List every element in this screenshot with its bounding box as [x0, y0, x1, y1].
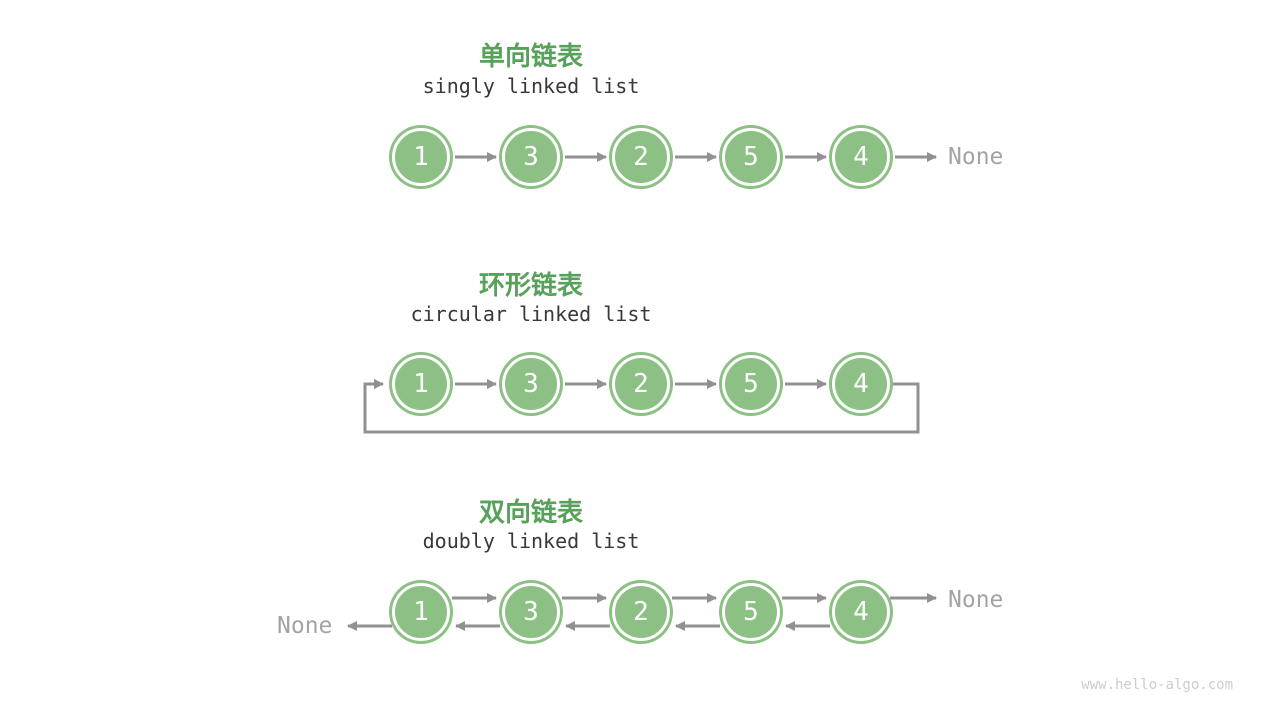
list-node: 1 — [392, 355, 450, 413]
null-label: None — [948, 144, 1004, 170]
list-node: 5 — [722, 128, 780, 186]
null-label: None — [948, 587, 1004, 613]
list-node: 2 — [612, 583, 670, 641]
list-node: 3 — [502, 128, 560, 186]
list-node: 4 — [832, 583, 890, 641]
singly-title-en: singly linked list — [422, 74, 640, 98]
list-node: 5 — [722, 355, 780, 413]
doubly-title-en: doubly linked list — [422, 529, 640, 553]
list-node: 3 — [502, 355, 560, 413]
list-node: 2 — [612, 128, 670, 186]
list-node: 1 — [392, 128, 450, 186]
list-node: 4 — [832, 355, 890, 413]
list-node: 2 — [612, 355, 670, 413]
list-node: 1 — [392, 583, 450, 641]
circular-title-zh: 环形链表 — [478, 270, 583, 300]
circular-title-en: circular linked list — [410, 302, 652, 326]
list-node: 5 — [722, 583, 780, 641]
watermark: www.hello-algo.com — [1081, 677, 1233, 693]
singly-title-zh: 单向链表 — [478, 41, 583, 71]
doubly-title-zh: 双向链表 — [478, 497, 583, 527]
list-node: 3 — [502, 583, 560, 641]
list-node: 4 — [832, 128, 890, 186]
loop-pointer-path — [363, 379, 920, 434]
null-label: None — [277, 613, 333, 639]
